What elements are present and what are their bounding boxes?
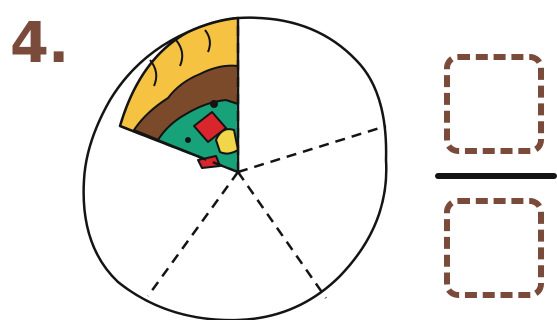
fraction-bar bbox=[435, 173, 557, 179]
pizza-topping-cheese bbox=[216, 129, 238, 153]
numerator-answer-box[interactable] bbox=[444, 54, 544, 154]
pizza-topping-dot bbox=[185, 137, 191, 143]
slice-divider bbox=[148, 172, 238, 296]
pizza-topping-dot bbox=[210, 100, 218, 108]
slice-divider bbox=[238, 172, 326, 298]
slice-divider bbox=[238, 126, 386, 172]
denominator-answer-box[interactable] bbox=[444, 198, 544, 298]
